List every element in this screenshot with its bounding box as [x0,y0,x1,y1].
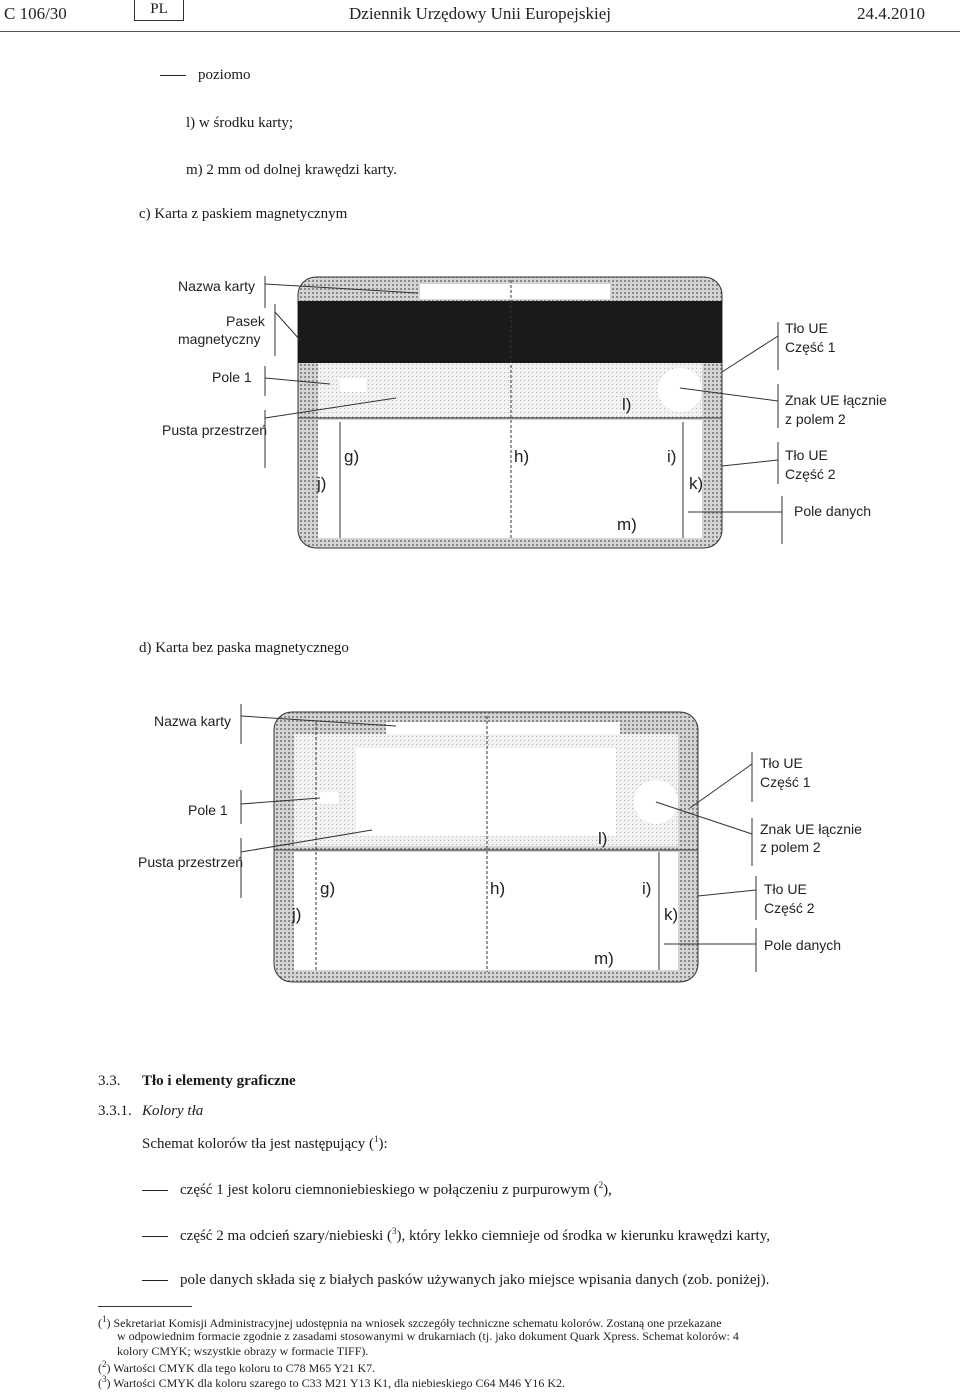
card-name-field [386,722,620,734]
magnetic-stripe [298,301,722,363]
subsection-number: 3.3.1. [98,1103,132,1119]
footnote-3: (3) Wartości CMYK dla koloru szarego to … [98,1374,566,1390]
data-field-area [318,420,702,538]
label-pole-1: Pole 1 [188,802,228,818]
section-d-title: d) Karta bez paska magnetycznego [139,640,349,656]
leader-lines [240,704,757,972]
footnote-rule [98,1306,192,1307]
label-pole-1: Pole 1 [212,369,252,385]
label-nazwa-karty: Nazwa karty [178,278,255,294]
letter-k: k) [689,474,703,493]
label-znak-b: z polem 2 [785,411,846,427]
bullet-text: część 2 ma odcień szary/niebieski ( [180,1228,392,1244]
label-tlo1-b: Część 1 [760,774,811,790]
section-c-title: c) Karta z paskiem magnetycznym [139,206,348,222]
label-znak-a: Znak UE łącznie [760,821,862,837]
label-tlo2-b: Część 2 [785,466,836,482]
letter-m: m) [594,949,614,968]
letter-i: i) [642,879,651,898]
letter-k: k) [664,905,678,924]
footnote-2: (2) Wartości CMYK dla tego koloru to C78… [98,1359,376,1375]
letter-l: l) [598,829,607,848]
label-znak-b: z polem 2 [760,839,821,855]
label-tlo2-a: Tło UE [764,881,807,897]
footnote-1-line-1: (1) Sekretariat Komisji Administracyjnej… [98,1314,722,1330]
footnote-1-line-2: w odpowiednim formacie zgodnie z zasadam… [117,1329,739,1343]
journal-title: Dziennik Urzędowy Unii Europejskiej [349,4,612,23]
dash-item-text: poziomo [198,67,251,83]
label-pole-danych: Pole danych [794,503,871,519]
dash-mark [142,1280,168,1282]
list-item-m: m) 2 mm od dolnej krawędzi karty. [186,162,398,178]
bullet-part-2: część 2 ma odcień szary/niebieski (3), k… [142,1226,770,1245]
footnote-ref: 2 [598,1180,604,1190]
inner-white-panel [356,748,616,836]
letter-l: l) [622,395,631,414]
card-diagram-magnetic: Nazwa karty Pasek magnetyczny Pole 1 Pus… [162,276,887,549]
dash-mark [160,75,186,77]
letter-j: j) [291,905,301,924]
section-number: 3.3. [98,1073,121,1089]
page-number: C 106/30 [4,4,67,23]
label-pusta-przestrzen: Pusta przestrzeń [138,854,243,870]
leader-lines [264,276,783,544]
part-1-area [318,363,702,417]
dash-mark [142,1236,168,1238]
bullet-text: część 1 jest koloru ciemnoniebieskiego w… [180,1182,599,1198]
eu-emblem-circle [658,368,702,412]
language-badge: PL [134,0,184,21]
label-tlo1-a: Tło UE [760,755,803,771]
card-diagram-no-magnetic: Nazwa karty Pole 1 Pusta przestrzeń Tło … [138,704,862,983]
card-name-field [420,284,610,299]
schema-end: ): [378,1136,388,1152]
bullet-text-end: ), który lekko ciemnieje od środka w kie… [396,1228,771,1244]
label-pole-danych: Pole danych [764,937,841,953]
bullet-data-field: pole danych składa się z białych pasków … [142,1272,769,1289]
letter-h: h) [514,447,529,466]
schema-intro: Schemat kolorów tła jest następujący (1)… [142,1134,388,1153]
pole-1-box [316,792,338,804]
letter-i: i) [667,447,676,466]
label-nazwa-karty: Nazwa karty [154,713,231,729]
footnote-ref: 1 [374,1134,379,1144]
footnote-number: 1 [102,1314,107,1324]
pole-1-box [340,378,366,392]
letter-m: m) [617,515,637,534]
bullet-text-end: ), [603,1182,612,1198]
header-rule [0,31,960,32]
letter-g: g) [344,447,359,466]
footnote-number: 3 [102,1374,107,1384]
dash-mark [142,1190,168,1192]
list-item-l: l) w środku karty; [186,115,294,131]
publication-date: 24.4.2010 [857,4,925,23]
subsection-title: Kolory tła [142,1103,204,1119]
letter-h: h) [490,879,505,898]
letter-g: g) [320,879,335,898]
label-pusta-przestrzen: Pusta przestrzeń [162,422,267,438]
label-tlo2-a: Tło UE [785,447,828,463]
footnote-1-line-3: kolory CMYK; wszystkie obrazy w formacie… [117,1344,369,1358]
label-pasek-1: Pasek [226,313,266,329]
data-field-area [294,852,678,970]
footnote-number: 2 [102,1359,107,1369]
footnote-text: Wartości CMYK dla tego koloru to C78 M65… [113,1361,376,1375]
label-tlo1-a: Tło UE [785,320,828,336]
label-tlo2-b: Część 2 [764,900,815,916]
bullet-text: pole danych składa się z białych pasków … [180,1272,770,1288]
footnote-ref: 3 [392,1226,397,1236]
label-tlo1-b: Część 1 [785,339,836,355]
section-3-3-heading: 3.3. Tło i elementy graficzne [98,1073,296,1090]
section-3-3-1-heading: 3.3.1. Kolory tła [98,1103,203,1120]
letter-j: j) [316,474,326,493]
label-pasek-2: magnetyczny [178,331,260,347]
footnote-text: Sekretariat Komisji Administracyjnej udo… [113,1316,722,1330]
label-znak-a: Znak UE łącznie [785,392,887,408]
bullet-part-1: część 1 jest koloru ciemnoniebieskiego w… [142,1180,612,1199]
schema-text: Schemat kolorów tła jest następujący ( [142,1136,375,1152]
dash-item-poziomo: poziomo [160,67,251,84]
section-title: Tło i elementy graficzne [142,1073,296,1089]
footnote-text: Wartości CMYK dla koloru szarego to C33 … [113,1376,566,1390]
